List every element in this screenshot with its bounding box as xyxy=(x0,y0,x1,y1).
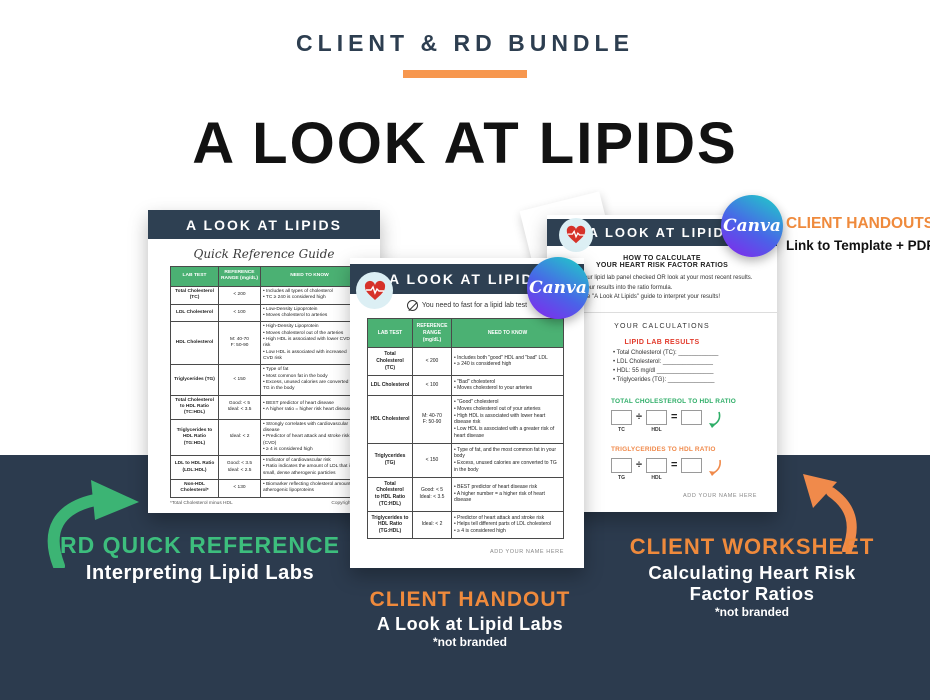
orange-curl-arrow-icon xyxy=(709,459,722,476)
table-row: Total Cholesterol (TC)< 200• Includes bo… xyxy=(367,347,564,376)
callout-title: RD QUICK REFERENCE xyxy=(60,532,340,558)
client-handout-callout: CLIENT HANDOUT A Look at Lipid Labs *not… xyxy=(345,588,595,649)
add-name-placeholder: ADD YOUR NAME HERE xyxy=(490,549,564,555)
table-row: LDL Cholesterol< 100• "Bad" cholesterol … xyxy=(367,374,564,396)
footnote: *Total Cholesterol minus HDL xyxy=(170,501,233,506)
callout-subtitle: Link to Template + PDF! xyxy=(786,238,930,253)
hdl-input-box xyxy=(646,409,668,425)
table-row: Triglycerides to HDL Ratio (TG:HDL)Ideal… xyxy=(170,418,359,457)
tc-label: TC xyxy=(618,426,625,433)
canva-badge[interactable]: Canva xyxy=(527,257,589,319)
equals-sign: = xyxy=(671,410,678,423)
table-row: Triglycerides (TG)< 150• Type of fat • M… xyxy=(170,364,359,396)
table-header-row: LAB TEST REFERENCE RANGE (mg/dL) NEED TO… xyxy=(367,317,564,349)
green-curl-arrow-icon xyxy=(709,411,721,428)
lipid-handout-table: LAB TEST REFERENCE RANGE (mg/dL) NEED TO… xyxy=(367,317,564,539)
table-row: Total Cholesterol to HDL Ratio (TC:HDL)G… xyxy=(367,476,564,512)
equals-sign: = xyxy=(671,458,678,471)
lipid-reference-table: LAB TEST REFERENCE RANGE (mg/dL) NEED TO… xyxy=(170,266,359,498)
tc-input-box xyxy=(611,409,632,425)
table-row: LDL Cholesterol< 100• Low-Density Lipopr… xyxy=(170,303,359,323)
lipid-result-blanks: • Total Cholesterol (TC): ____________ •… xyxy=(613,349,719,383)
tg-label: TG xyxy=(618,474,625,481)
canva-logo: Canva xyxy=(723,216,781,236)
table-row: Non-HDL Cholesterol*< 130• Biomarker ref… xyxy=(170,479,359,498)
callout-subtitle: Calculating Heart Risk Factor Ratios xyxy=(648,562,856,605)
calculations-title: YOUR CALCULATIONS xyxy=(614,322,710,330)
canva-logo: Canva xyxy=(529,278,587,298)
callout-title: CLIENT WORKSHEET xyxy=(629,534,875,559)
section-divider xyxy=(547,311,777,313)
client-worksheet-page: A LOOK AT LIPIDS HOW TO CALCULATE YOUR H… xyxy=(547,215,777,512)
doc-subtitle: Quick Reference Guide xyxy=(193,247,335,261)
result-box xyxy=(681,457,703,473)
add-name-placeholder: ADD YOUR NAME HERE xyxy=(683,493,757,499)
client-handout-page: A LOOK AT LIPIDS You need to fast for a … xyxy=(350,258,584,568)
hdl-label: HDL xyxy=(651,474,662,481)
col-need-to-know: NEED TO KNOW xyxy=(451,317,564,349)
tc-hdl-ratio-title: TOTAL CHOLESTEROL TO HDL RATIO xyxy=(611,397,737,405)
result-box xyxy=(681,409,703,425)
col-reference-range: REFERENCE RANGE (mg/dL) xyxy=(218,266,261,287)
green-arrow-icon xyxy=(47,480,139,568)
no-fasting-icon xyxy=(406,300,418,311)
col-lab-test: LAB TEST xyxy=(367,317,413,349)
client-worksheet-callout: CLIENT WORKSHEET Calculating Heart Risk … xyxy=(612,534,892,619)
tc-hdl-ratio-section: TOTAL CHOLESTEROL TO HDL RATIO TC ÷ HDL … xyxy=(611,398,777,433)
col-lab-test: LAB TEST xyxy=(170,266,219,287)
tg-hdl-ratio-section: TRIGLYCERIDES TO HDL RATIO TG ÷ HDL = xyxy=(611,446,777,481)
canva-badge[interactable]: Canva xyxy=(721,195,783,257)
instruction-steps: 1. Get your lipid lab panel checked OR l… xyxy=(563,275,753,301)
table-header-row: LAB TEST REFERENCE RANGE (mg/dL) NEED TO… xyxy=(170,266,359,287)
doc-header: A LOOK AT LIPIDS xyxy=(148,210,380,239)
heart-pulse-icon xyxy=(559,218,593,252)
table-row: LDL to HDL Ratio (LDL:HDL)Good: < 3.5 Id… xyxy=(170,455,359,481)
accent-bar xyxy=(403,70,527,78)
fasting-note: You need to fast for a lipid lab test xyxy=(421,302,528,309)
table-row: Total Cholesterol (TC)< 200• Includes al… xyxy=(170,285,359,305)
table-row: Total Cholesterol to HDL Ratio (TC:HDL)G… xyxy=(170,394,359,420)
how-to-title: HOW TO CALCULATE YOUR HEART RISK FACTOR … xyxy=(595,255,729,269)
hdl-label: HDL xyxy=(651,426,662,433)
tg-hdl-ratio-title: TRIGLYCERIDES TO HDL RATIO xyxy=(611,445,716,453)
divide-sign: ÷ xyxy=(636,410,643,423)
table-row: Triglycerides to HDL Ratio (TG:HDL)Ideal… xyxy=(367,510,564,539)
callout-note: *not branded xyxy=(715,604,789,619)
callout-title: CLIENT HANDOUT xyxy=(369,588,571,611)
col-need-to-know: NEED TO KNOW xyxy=(260,266,359,287)
col-reference-range: REFERENCE RANGE (mg/dL) xyxy=(412,317,452,349)
heart-pulse-icon xyxy=(356,272,393,309)
callout-title: CLIENT HANDOUTS xyxy=(786,215,930,232)
callout-subtitle: A Look at Lipid Labs xyxy=(376,614,564,634)
tg-input-box xyxy=(611,457,632,473)
hdl-input-box xyxy=(646,457,668,473)
table-row: Triglycerides (TG)< 150• Type of fat, an… xyxy=(367,442,564,478)
callout-note: *not branded xyxy=(433,635,507,649)
lipid-results-title: LIPID LAB RESULTS xyxy=(624,338,700,346)
bundle-kicker: CLIENT & RD BUNDLE xyxy=(296,30,634,56)
divide-sign: ÷ xyxy=(636,458,643,471)
client-handouts-callout: CLIENT HANDOUTS Link to Template + PDF! xyxy=(786,215,930,253)
rd-quick-reference-page: A LOOK AT LIPIDS Quick Reference Guide L… xyxy=(148,210,380,513)
page-title: A LOOK AT LIPIDS xyxy=(192,111,738,176)
orange-arrow-icon xyxy=(803,474,857,552)
rd-quick-reference-callout: RD QUICK REFERENCE Interpreting Lipid La… xyxy=(40,532,360,585)
callout-subtitle: Interpreting Lipid Labs xyxy=(85,562,315,584)
